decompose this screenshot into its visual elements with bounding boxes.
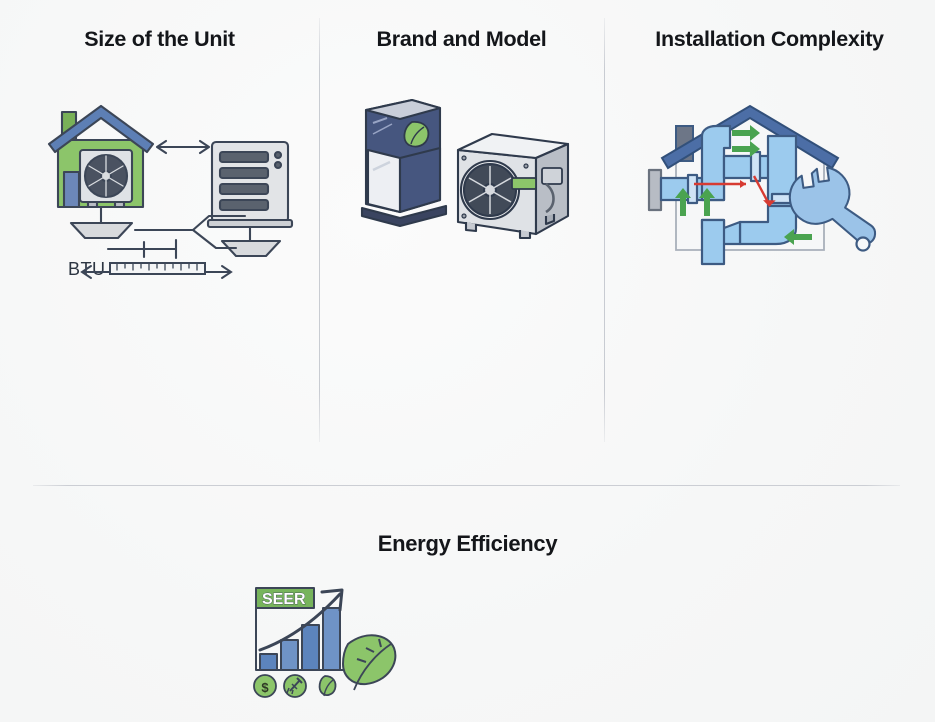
leaf-badge-icon <box>318 675 337 697</box>
house-door-icon <box>62 170 81 209</box>
dollar-badge-icon: $ <box>253 674 277 698</box>
bar-2 <box>280 639 299 671</box>
panel-title-brand-and-model: Brand and Model <box>376 27 547 51</box>
vertical-divider-2 <box>604 18 605 442</box>
panel-title-energy-efficiency: Energy Efficiency <box>377 531 558 556</box>
connector-lines-icon <box>106 214 247 260</box>
red-flow-arrows-icon <box>694 175 776 207</box>
green-airflow-arrows-icon <box>675 125 812 245</box>
wall-ac-fan-unit-icon <box>78 148 134 209</box>
large-green-leaf-icon <box>342 634 397 691</box>
installation-complexity-illustration <box>628 88 893 268</box>
energy-efficiency-illustration: SEER $ <box>248 578 398 700</box>
seer-label: SEER <box>262 591 306 608</box>
bar-4 <box>322 607 341 671</box>
vertical-divider-1 <box>319 18 320 442</box>
svg-text:$: $ <box>261 680 269 695</box>
panel-title-size-of-the-unit: Size of the Unit <box>84 27 235 51</box>
panel-title-installation-complexity: Installation Complexity <box>655 27 884 51</box>
blue-ductwork-icon <box>647 124 802 266</box>
ascending-bar-chart <box>259 607 341 671</box>
upward-trend-arrow-icon <box>258 588 344 652</box>
size-comparison-arrow-icon <box>155 139 211 155</box>
bar-1 <box>259 653 278 671</box>
wrench-icon <box>788 166 877 252</box>
outdoor-condenser-unit-icon <box>456 132 570 240</box>
house-platform-icon <box>69 205 134 240</box>
navy-cabinet-unit-icon <box>360 98 448 228</box>
green-leaf-badge-icon <box>403 121 430 148</box>
blue-roof-icon <box>47 104 155 154</box>
bar-3 <box>301 624 320 671</box>
server-rack-unit-icon <box>206 140 294 258</box>
size-of-the-unit-illustration: BTU <box>40 90 305 280</box>
plug-badge-icon <box>283 674 307 698</box>
brand-and-model-illustration <box>340 88 585 248</box>
measuring-ruler-icon <box>80 262 233 279</box>
horizontal-divider <box>33 485 900 486</box>
